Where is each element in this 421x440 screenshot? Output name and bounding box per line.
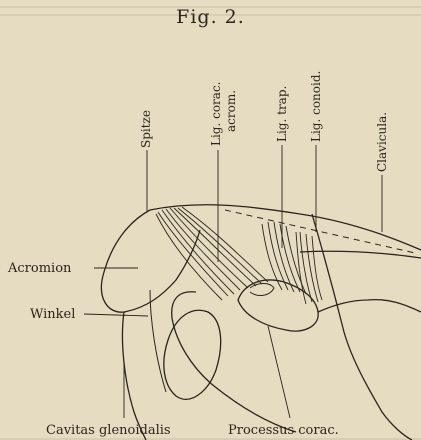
leader-processus bbox=[268, 326, 290, 418]
label-processus-corac: Processus corac. bbox=[228, 423, 339, 438]
label-cavitas-glenoidalis: Cavitas glenoidalis bbox=[46, 423, 171, 438]
coracoid-inner-oval bbox=[250, 284, 274, 296]
label-acromion: Acromion bbox=[7, 261, 72, 276]
label-lig-trap: Lig. trap. bbox=[275, 86, 289, 142]
scapula-neck bbox=[172, 292, 296, 432]
clavicula-dashed-axis bbox=[225, 210, 415, 253]
clavicula-lower-edge bbox=[300, 251, 421, 258]
leader-winkel bbox=[84, 314, 148, 316]
label-lig-corac-acrom-1: Lig. corac. bbox=[209, 82, 223, 147]
lig-conoideum-fibres bbox=[296, 232, 322, 304]
lig-coracoacromiale-fibres bbox=[156, 207, 268, 300]
clavicula-outline bbox=[150, 205, 421, 250]
label-clavicula: Clavicula. bbox=[375, 112, 389, 172]
humerus-hint bbox=[122, 312, 146, 440]
scapula-medial-border bbox=[312, 214, 412, 440]
label-winkel: Winkel bbox=[30, 307, 75, 322]
humerus-hint-2 bbox=[150, 290, 166, 392]
label-lig-conoid: Lig. conoid. bbox=[309, 71, 323, 142]
label-lig-corac-acrom-2: acrom. bbox=[224, 90, 238, 132]
cavitas-glenoidalis-rim bbox=[164, 310, 221, 399]
scapula-upper-border bbox=[318, 300, 421, 312]
label-spitze: Spitze bbox=[139, 110, 153, 148]
lig-trapezoideum-fibres bbox=[262, 222, 306, 294]
label-leader-lines bbox=[84, 145, 382, 418]
